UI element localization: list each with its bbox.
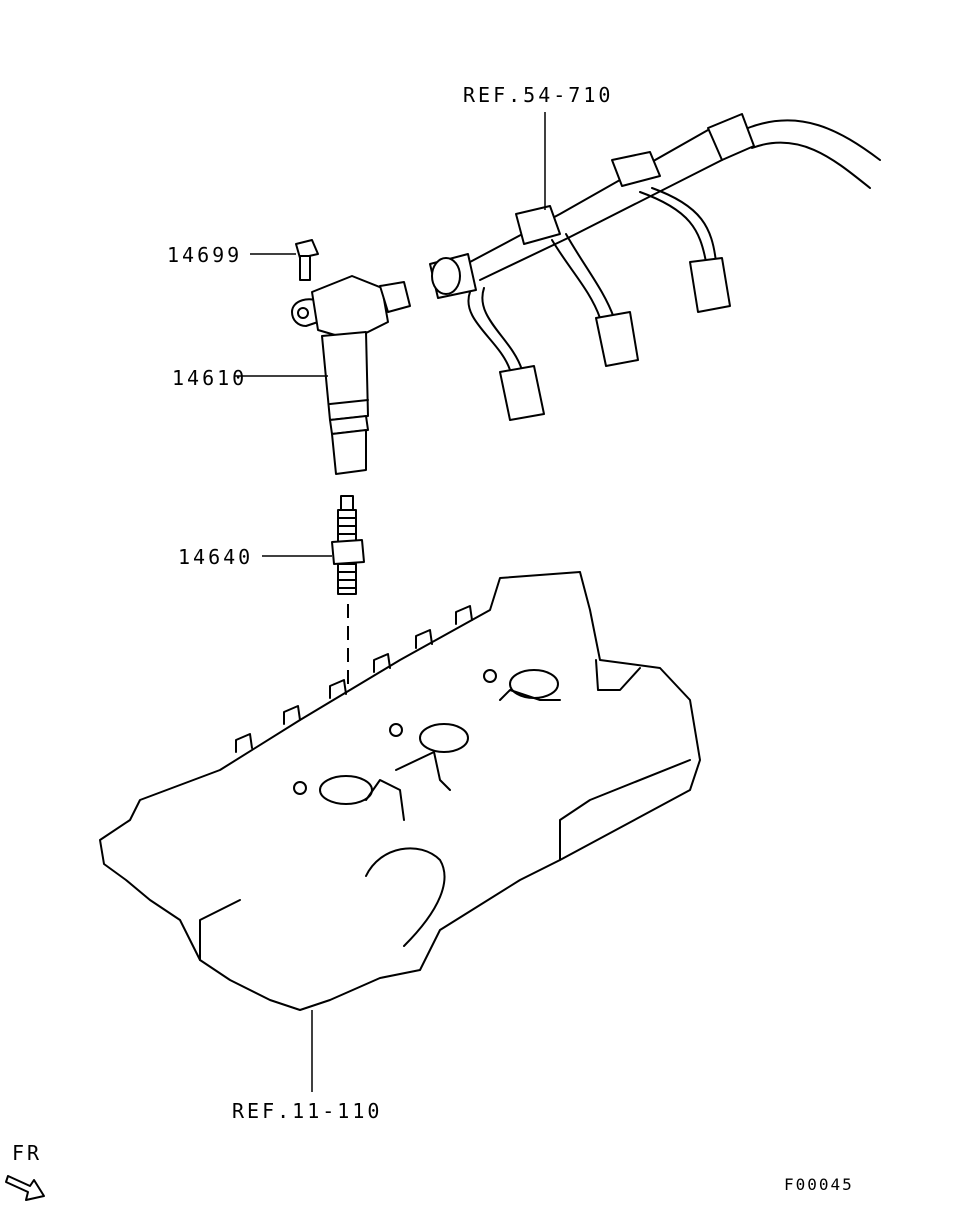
ignition-coil-part bbox=[235, 275, 411, 475]
front-indicator-label: FR bbox=[12, 1141, 42, 1165]
figure-number: F00045 bbox=[784, 1175, 854, 1194]
wiring-harness-ref-label: REF.54-710 bbox=[463, 83, 613, 107]
cylinder-head-cover-ref-label: REF.11-110 bbox=[232, 1099, 382, 1123]
spark-plug-part-number: 14640 bbox=[178, 545, 253, 569]
front-arrow-icon bbox=[5, 1175, 45, 1201]
spark-plug-part bbox=[262, 495, 365, 790]
cylinder-head-cover bbox=[99, 571, 701, 1092]
bolt-part bbox=[250, 239, 319, 281]
wiring-harness bbox=[429, 112, 881, 421]
ignition-coil-part-number: 14610 bbox=[172, 366, 247, 390]
bolt-part-number: 14699 bbox=[167, 243, 242, 267]
